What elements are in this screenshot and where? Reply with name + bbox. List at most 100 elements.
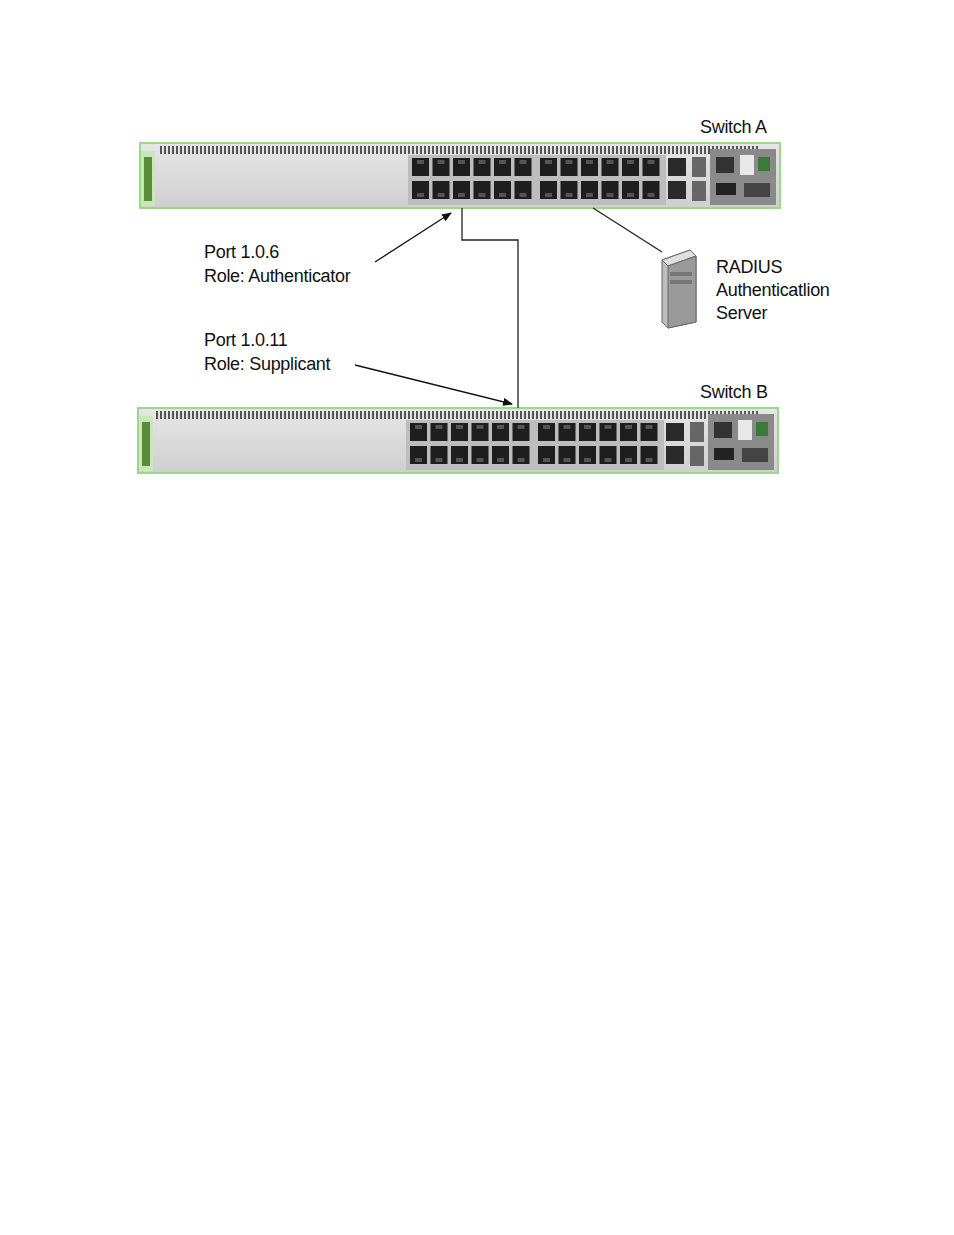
switch-part	[477, 425, 484, 429]
switch-part	[431, 446, 448, 464]
switch-part	[141, 151, 155, 206]
switch-part	[666, 446, 684, 464]
switch-part	[714, 448, 734, 460]
switch-part	[716, 183, 736, 195]
switch-part	[566, 160, 573, 164]
switch-part	[406, 420, 664, 470]
switch-part	[545, 160, 552, 164]
switch-part	[561, 181, 578, 199]
switch-part	[518, 458, 525, 462]
switch-part	[646, 458, 653, 462]
switch-part	[648, 193, 655, 197]
port-label: Port 1.0.11	[204, 329, 287, 351]
switch-part	[744, 183, 770, 197]
switch-part	[600, 446, 617, 464]
switch-part	[561, 158, 578, 176]
cable-line	[593, 208, 662, 252]
switch-part	[497, 425, 504, 429]
switch-part	[140, 143, 780, 208]
switch-part	[692, 181, 706, 201]
switch-part	[602, 158, 619, 176]
switch-part	[627, 193, 634, 197]
switch-part	[605, 458, 612, 462]
switch-part	[543, 425, 550, 429]
switch-part	[690, 422, 704, 442]
switch-part	[438, 193, 445, 197]
leader-arrow	[375, 213, 451, 262]
switch-node: Switch A	[140, 143, 780, 208]
switch-part	[622, 181, 639, 199]
switch-part	[540, 181, 557, 199]
switch-part	[579, 446, 596, 464]
switch-part	[436, 425, 443, 429]
switch-part	[545, 193, 552, 197]
switch-part	[497, 458, 504, 462]
switch-part	[666, 423, 684, 441]
switch-part	[641, 423, 658, 441]
switch-part	[602, 181, 619, 199]
switch-part	[492, 423, 509, 441]
switch-part	[494, 181, 511, 199]
switch-part	[520, 160, 527, 164]
switch-part	[156, 411, 758, 419]
switch-part	[433, 181, 450, 199]
switch-part	[479, 193, 486, 197]
switch-part	[415, 425, 422, 429]
switch-part	[456, 458, 463, 462]
switch-illustration	[140, 143, 780, 208]
switch-part	[458, 160, 465, 164]
switch-part	[716, 157, 734, 173]
switch-part	[513, 446, 530, 464]
leader-arrow	[355, 365, 512, 404]
switch-part	[559, 446, 576, 464]
switch-part	[643, 181, 660, 199]
switch-part	[138, 408, 778, 473]
switch-part	[710, 149, 776, 205]
switch-part	[742, 448, 768, 462]
switch-part	[410, 423, 427, 441]
switch-part	[740, 155, 754, 175]
switch-part	[579, 423, 596, 441]
switch-part	[144, 157, 152, 201]
switch-part	[433, 158, 450, 176]
switch-part	[584, 458, 591, 462]
switch-part	[453, 158, 470, 176]
switch-part	[581, 158, 598, 176]
switch-part	[492, 446, 509, 464]
switch-part	[622, 158, 639, 176]
switch-part	[456, 425, 463, 429]
switch-part	[474, 158, 491, 176]
switch-part	[758, 157, 770, 171]
switch-part	[472, 446, 489, 464]
port-label: Role: Authenticator	[204, 265, 350, 287]
switch-part	[692, 157, 706, 177]
switch-part	[518, 425, 525, 429]
switch-part	[586, 160, 593, 164]
switch-part	[158, 146, 760, 154]
switch-part	[415, 458, 422, 462]
cable-line	[462, 208, 518, 408]
switch-part	[620, 446, 637, 464]
switch-part	[756, 422, 768, 436]
switch-part	[520, 193, 527, 197]
switch-part	[543, 458, 550, 462]
switch-part	[139, 416, 153, 471]
switch-part	[581, 181, 598, 199]
switch-part	[412, 181, 429, 199]
server-label: RADIUS Authenticatlion Server	[716, 256, 846, 325]
switch-part	[584, 425, 591, 429]
switch-part	[515, 181, 532, 199]
switch-part	[408, 155, 666, 205]
switch-part	[607, 160, 614, 164]
switch-part	[417, 193, 424, 197]
switch-part	[625, 425, 632, 429]
switch-part	[477, 458, 484, 462]
server-icon	[662, 250, 696, 328]
switch-part	[668, 158, 686, 176]
switch-part	[600, 423, 617, 441]
server-node: RADIUS Authenticatlion Server	[660, 250, 845, 330]
switch-part	[412, 158, 429, 176]
switch-part	[513, 423, 530, 441]
